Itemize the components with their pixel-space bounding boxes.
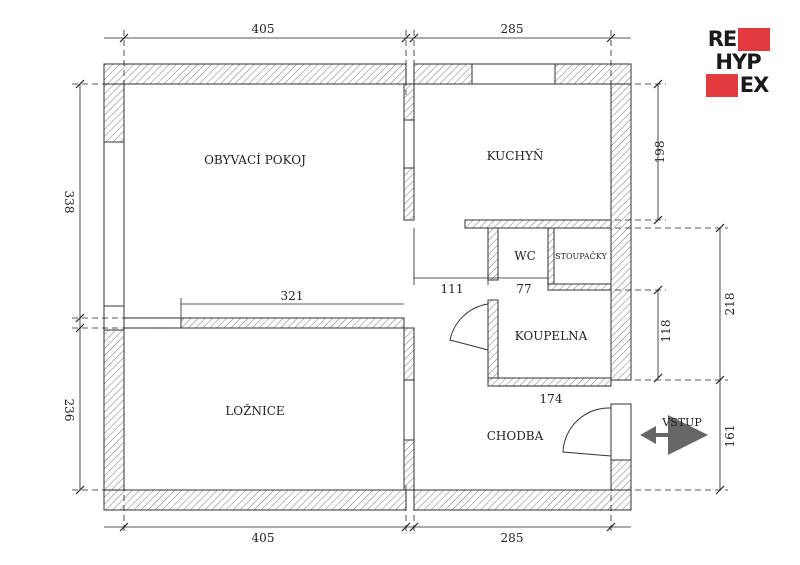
wall-bottom-left: [103, 489, 407, 511]
door-swings: [449, 303, 612, 457]
wall-left-lower: [103, 329, 125, 511]
wall-stoupacky-bottom: [547, 283, 612, 291]
dim-right-kitchen: 198: [653, 141, 667, 164]
wall-right-upper: [610, 83, 632, 381]
wall-center-bottom: [403, 439, 415, 491]
openings: [103, 63, 632, 461]
entrance-opening: [610, 403, 632, 461]
entrance-door-arc: [562, 407, 612, 457]
dim-bottom-left: 405: [252, 531, 275, 545]
walls: [103, 63, 632, 511]
wall-bottom-right: [413, 489, 632, 511]
kitchen-window: [471, 63, 556, 85]
wall-bath-left: [487, 299, 499, 387]
dim-left-upper: 338: [62, 191, 76, 214]
dim-inner-174: 174: [540, 392, 563, 406]
wall-center-low: [403, 327, 415, 381]
room-label-hall: CHODBA: [487, 429, 544, 443]
dim-inner-77: 77: [516, 282, 531, 296]
dim-right-bath: 118: [659, 320, 673, 343]
dim-right-service: 218: [723, 293, 737, 316]
room-label-bedroom: LOŽNICE: [225, 403, 284, 418]
dim-right-hall: 161: [723, 425, 737, 448]
entrance-arrow: [640, 415, 708, 455]
logo-text-ex: EX: [739, 73, 770, 97]
room-label-wc: WC: [514, 249, 536, 263]
dimension-ticks: [75, 33, 725, 532]
wall-left-upper: [103, 83, 125, 143]
wall-wc-right: [547, 227, 555, 289]
dim-left-lower: 236: [62, 399, 76, 422]
room-label-bathroom: KOUPELNA: [515, 329, 588, 343]
living-window-left: [103, 141, 125, 307]
wall-bath-bottom: [487, 377, 612, 387]
center-opening-a: [403, 119, 415, 169]
bathroom-door-arc: [449, 303, 489, 351]
wall-living-bedroom: [180, 317, 405, 329]
center-opening-b: [403, 379, 415, 441]
dim-top-left: 405: [252, 22, 275, 36]
entrance-label: VSTUP: [661, 416, 702, 429]
wall-top-right-a: [413, 63, 473, 85]
room-label-stoupacky: STOUPAČKY: [555, 252, 607, 261]
dim-bottom-right: 285: [501, 531, 524, 545]
wall-center-upper: [403, 83, 415, 121]
dim-inner-321: 321: [281, 289, 304, 303]
room-label-living: OBYVACÍ POKOJ: [204, 152, 306, 167]
logo-red-square-2: [706, 74, 738, 97]
logo-text-hyp: HYP: [715, 50, 761, 74]
wall-kitchen-floor: [464, 219, 612, 229]
wall-center-mid: [403, 167, 415, 221]
logo-text-re: RE: [707, 27, 738, 51]
room-label-kitchen: KUCHYŇ: [487, 147, 544, 163]
logo-red-square-1: [738, 28, 770, 51]
wall-wc-left: [487, 227, 499, 281]
rehypex-logo: RE HYP EX: [706, 28, 770, 98]
wall-top-right-b: [554, 63, 632, 85]
dim-inner-111: 111: [441, 282, 464, 296]
wall-top-left: [103, 63, 407, 85]
dim-top-right: 285: [501, 22, 524, 36]
